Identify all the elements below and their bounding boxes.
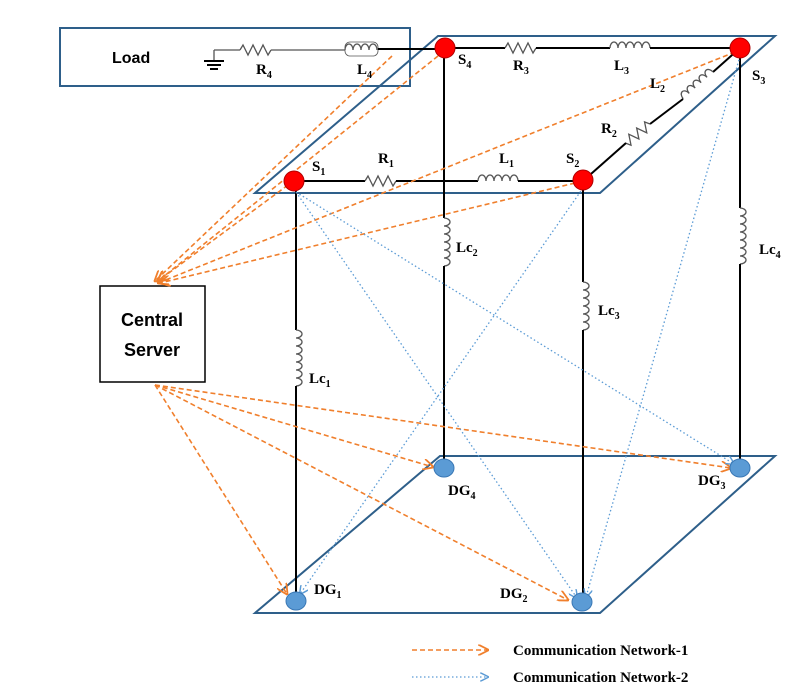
dg-node-2 — [571, 592, 593, 612]
label-lc2: Lc2 — [456, 240, 478, 259]
switch-node-s2 — [572, 169, 594, 191]
load-label: Load — [112, 50, 150, 67]
top-plane — [252, 35, 778, 194]
communication-network-1 — [155, 51, 736, 600]
resistor-r2 — [625, 120, 651, 147]
label-r3: R3 — [513, 58, 529, 77]
label-s4: S4 — [458, 52, 471, 71]
central-server: Central Server — [99, 285, 206, 383]
dg-node-3 — [729, 458, 751, 478]
label-dg3: DG3 — [698, 473, 726, 492]
label-l2: L2 — [650, 76, 665, 95]
legend-label-network-1: Communication Network-1 — [513, 643, 688, 659]
label-l3: L3 — [614, 58, 629, 77]
resistor-r1 — [364, 174, 397, 188]
inductor-l4 — [344, 41, 379, 57]
label-lc3: Lc3 — [598, 303, 620, 322]
inductor-lc3 — [582, 281, 590, 331]
label-dg1: DG1 — [314, 582, 342, 601]
label-s2: S2 — [566, 151, 579, 170]
switch-node-s3 — [729, 37, 751, 59]
label-r4: R4 — [256, 62, 272, 81]
inductor-lc2 — [443, 217, 451, 267]
legend-label-network-2: Communication Network-2 — [513, 670, 688, 686]
label-r2: R2 — [601, 121, 617, 140]
ground-icon — [204, 50, 224, 70]
server-label-line2: Server — [124, 340, 180, 360]
dg-node-4 — [433, 458, 455, 478]
label-lc1: Lc1 — [309, 371, 331, 390]
server-label-line1: Central — [121, 310, 183, 330]
inductor-lc1 — [295, 329, 303, 387]
inductor-l2 — [680, 68, 714, 100]
legend: Communication Network-1 Communication Ne… — [412, 643, 688, 686]
label-s1: S1 — [312, 159, 325, 178]
dg-node-1 — [285, 591, 307, 611]
label-l4: L4 — [357, 62, 372, 81]
label-l1: L1 — [499, 151, 514, 170]
switch-node-s1 — [283, 170, 305, 192]
load-box: Load — [59, 27, 411, 87]
label-lc4: Lc4 — [759, 242, 781, 261]
label-r1: R1 — [378, 151, 394, 170]
switch-node-s4 — [434, 37, 456, 59]
label-s3: S3 — [752, 68, 765, 87]
label-dg4: DG4 — [448, 483, 476, 502]
label-dg2: DG2 — [500, 586, 528, 605]
bottom-plane — [252, 455, 778, 614]
resistor-r4 — [239, 43, 272, 57]
communication-network-2 — [295, 55, 741, 598]
inductor-l1 — [477, 174, 519, 182]
inductor-lc4 — [739, 207, 747, 265]
